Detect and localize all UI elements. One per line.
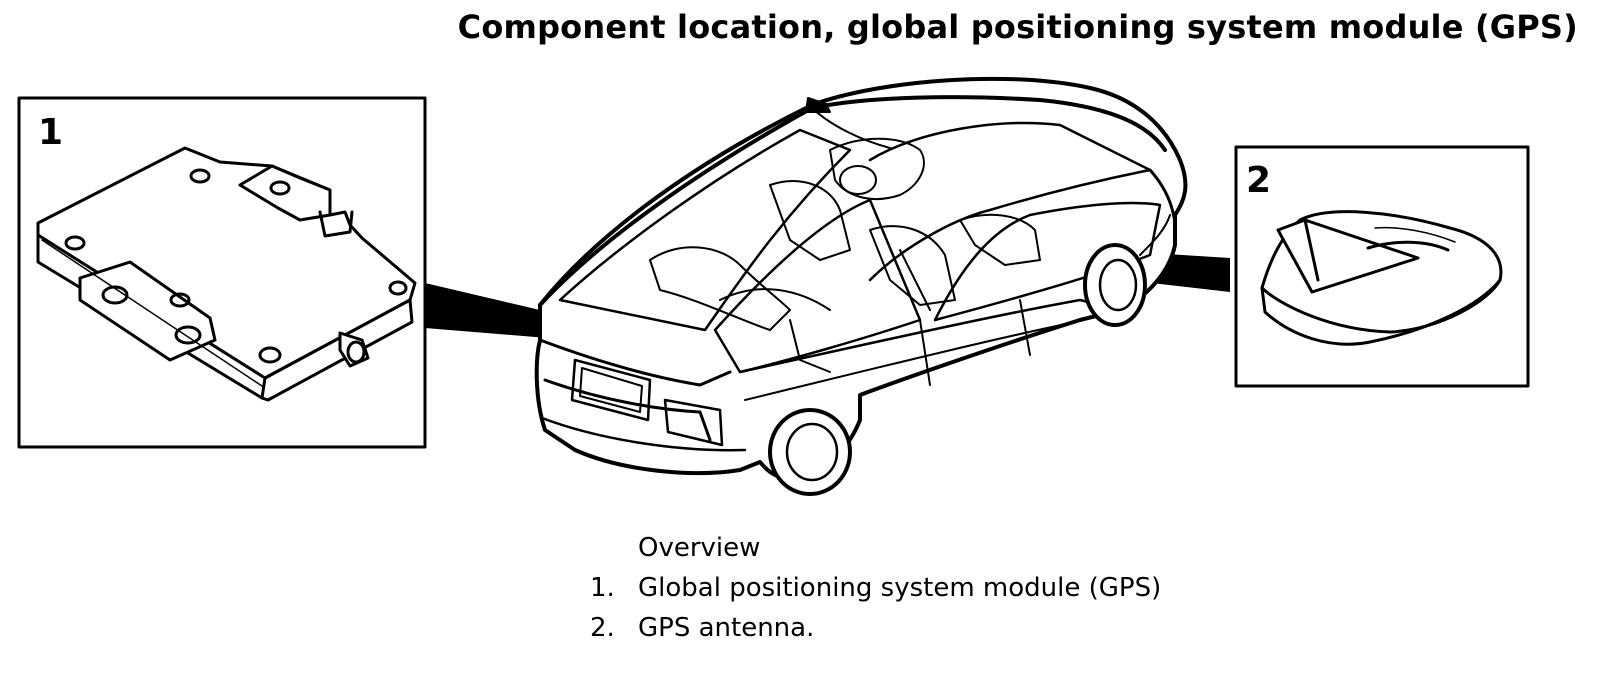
legend-item: 2. GPS antenna. [590,608,1161,648]
gps-antenna-illustration [1260,210,1503,346]
legend-heading: Overview [638,533,761,563]
legend-item-label: GPS antenna. [638,613,815,643]
legend-item-label: Global positioning system module (GPS) [638,573,1162,603]
page-title: Component location, global positioning s… [457,8,1578,46]
detail-box-gps-antenna [1234,145,1530,388]
overview-legend: Overview 1. Global positioning system mo… [590,528,1161,648]
gps-module-illustration [36,146,417,402]
callout-number-2: 2 [1246,160,1272,201]
detail-box-gps-module [17,96,427,449]
legend-item-number: 2. [590,613,615,643]
car-illustration [534,76,1188,496]
legend-item: 1. Global positioning system module (GPS… [590,568,1161,608]
legend-item-number: 1. [590,573,615,603]
callout-number-1: 1 [38,112,64,153]
